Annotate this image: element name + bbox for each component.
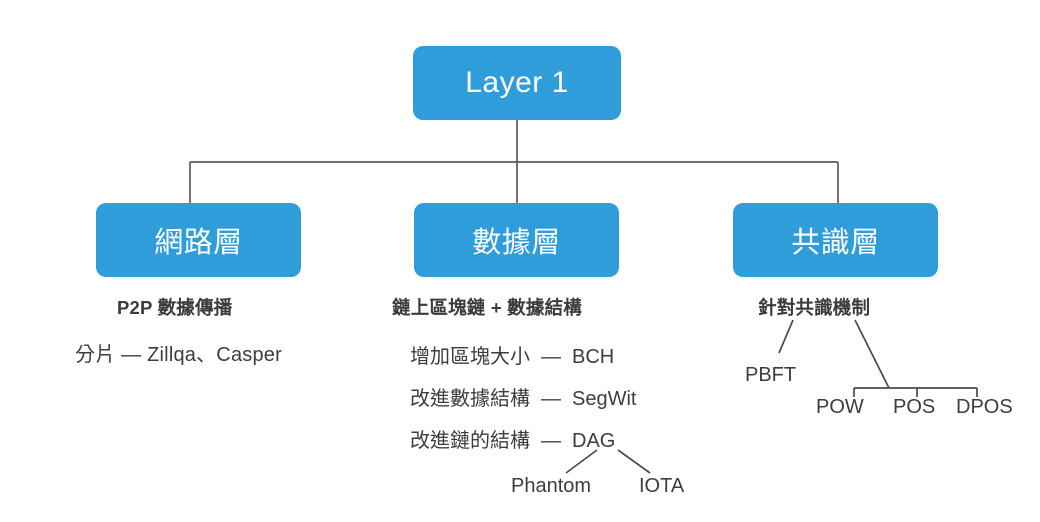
node-consensus-layer[interactable]: 共識層 (733, 203, 938, 277)
data-row-chain-structure-label: 改進鏈的結構 (410, 430, 530, 452)
data-row-data-structure: 改進數據結構 — SegWit (410, 382, 636, 411)
detail-network-sharding: 分片 — Zillqa、Casper (75, 344, 282, 366)
node-data-layer[interactable]: 數據層 (414, 203, 619, 277)
data-row-block-size: 增加區塊大小 — BCH (410, 340, 614, 369)
data-row-data-structure-label: 改進數據結構 (410, 388, 530, 410)
leaf-pos: POS (893, 396, 936, 418)
node-layer1[interactable]: Layer 1 (413, 46, 621, 120)
node-network-layer[interactable]: 網路層 (96, 203, 301, 277)
leaf-pbft: PBFT (745, 364, 797, 386)
connector-dag-iota (617, 449, 651, 474)
data-row-block-size-label: 增加區塊大小 (410, 346, 530, 368)
data-row-data-structure-dash: — (541, 388, 561, 410)
data-row-block-size-value: BCH (572, 346, 615, 368)
data-row-chain-structure-value: DAG (572, 430, 616, 452)
connector-consensus-pbft (778, 319, 794, 354)
data-row-chain-structure-dash: — (541, 430, 561, 452)
leaf-iota: IOTA (639, 475, 685, 497)
leaf-pow: POW (816, 396, 864, 418)
heading-consensus-layer: 針對共識機制 (758, 297, 871, 318)
data-row-block-size-dash: — (541, 346, 561, 368)
connector-consensus-bracket (854, 319, 890, 389)
data-row-chain-structure: 改進鏈的結構 — DAG (410, 424, 615, 453)
leaf-phantom: Phantom (511, 475, 592, 497)
heading-data-layer: 鏈上區塊鏈 + 數據結構 (392, 297, 582, 318)
heading-network-layer: P2P 數據傳播 (117, 297, 233, 318)
connector-dag-phantom (565, 449, 598, 474)
data-row-data-structure-value: SegWit (572, 388, 637, 410)
leaf-dpos: DPOS (956, 396, 1013, 418)
